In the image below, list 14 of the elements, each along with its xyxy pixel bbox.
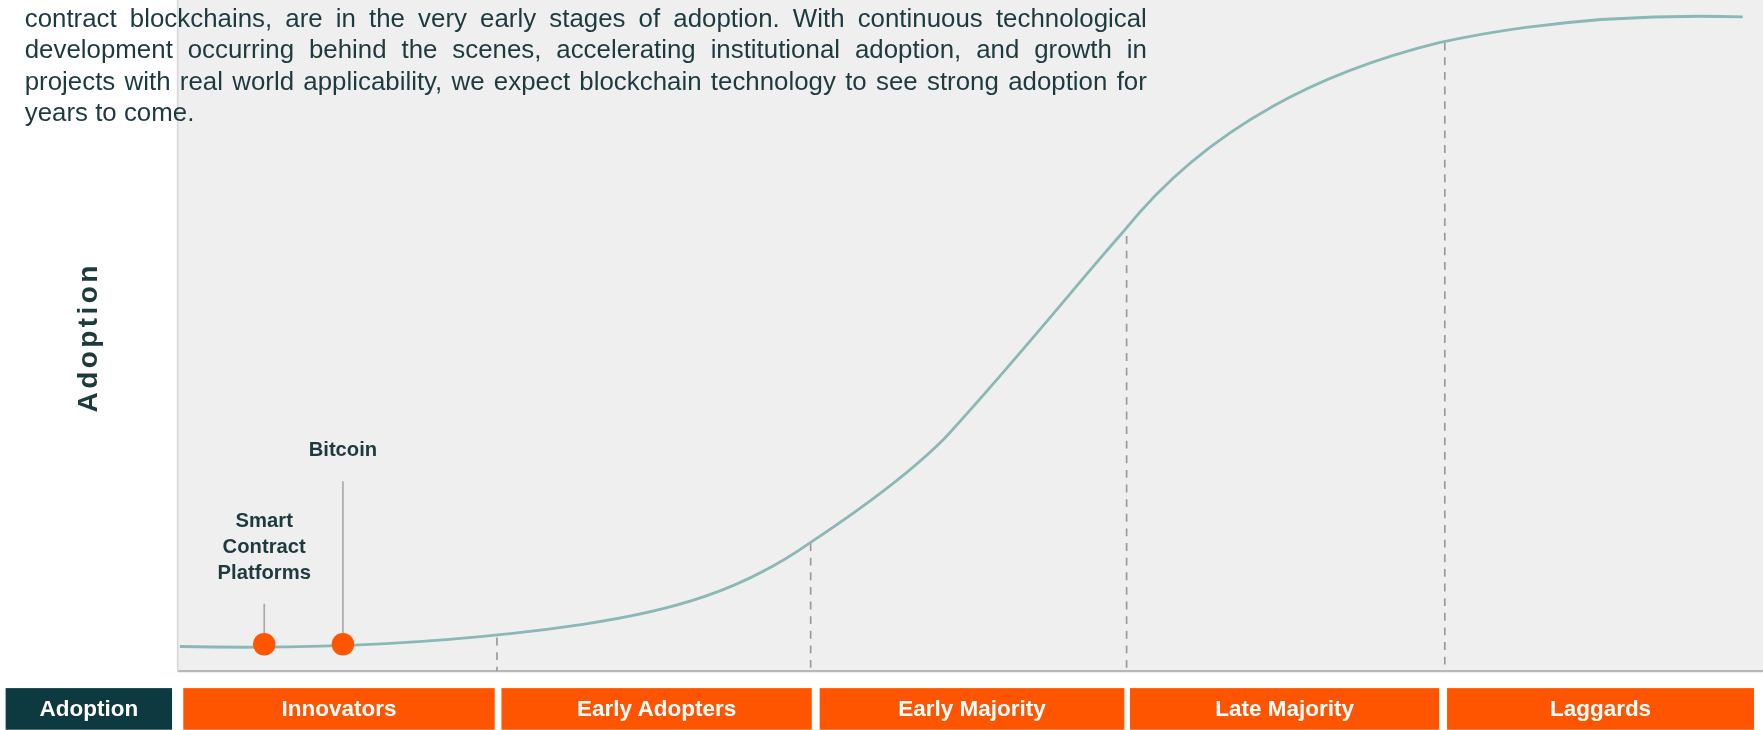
marker-dot xyxy=(253,633,276,656)
stage-band: Late Majority xyxy=(1130,688,1440,730)
stage-band: Laggards xyxy=(1447,688,1754,730)
marker-dot xyxy=(331,633,355,656)
stage-band: Adoption xyxy=(5,688,173,730)
callout-label: Bitcoin xyxy=(292,437,394,464)
stage-band: Innovators xyxy=(183,688,495,730)
stage-band: Early Majority xyxy=(819,688,1125,730)
axis-title: Adoption xyxy=(71,262,104,413)
callout-label: Smart Contract Platforms xyxy=(202,508,327,586)
intro-paragraph: contract blockchains, are in the very early stages of adoption. With continuous technological development occurring behind the scenes, accelerating institutional adoption, and growth in projects with real world applicability, we expect blockchain technology to see strong adoption for years to come. xyxy=(24,2,1147,129)
leader-line xyxy=(263,602,266,634)
stage-band: Early Adopters xyxy=(501,688,812,730)
leader-line xyxy=(342,480,344,634)
